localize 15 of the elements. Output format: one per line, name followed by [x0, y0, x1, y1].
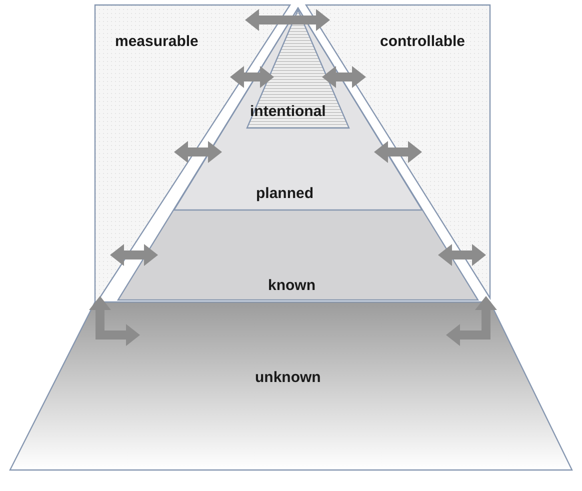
layer-label: planned — [256, 186, 314, 201]
double-arrow — [374, 141, 422, 163]
double-arrow — [110, 244, 158, 266]
layer-label: intentional — [250, 104, 326, 119]
double-arrow — [322, 66, 366, 88]
double-arrow — [230, 66, 274, 88]
double-arrow — [174, 141, 222, 163]
double-arrow — [89, 296, 140, 346]
double-arrow — [446, 296, 497, 346]
layer-label: controllable — [380, 34, 466, 49]
layer-label: unknown — [255, 370, 321, 385]
layer-label: known — [268, 278, 316, 293]
layer-label: measurable — [115, 34, 198, 49]
double-arrow — [438, 244, 486, 266]
double-arrow — [245, 9, 330, 31]
